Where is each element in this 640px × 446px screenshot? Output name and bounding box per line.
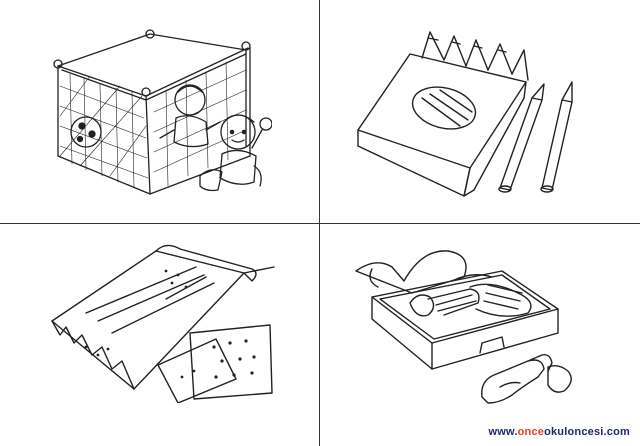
playpen-icon	[50, 26, 272, 206]
crayon-box-icon	[352, 28, 584, 200]
horizontal-divider	[0, 223, 640, 224]
watermark-brand: once	[517, 426, 545, 438]
lunchbox-icon	[352, 241, 584, 413]
watermark-suffix: okuloncesi.com	[544, 426, 630, 438]
crackers-package-icon	[46, 243, 278, 403]
site-watermark: www.onceokuloncesi.com	[488, 426, 630, 438]
watermark-prefix: www.	[488, 426, 518, 438]
